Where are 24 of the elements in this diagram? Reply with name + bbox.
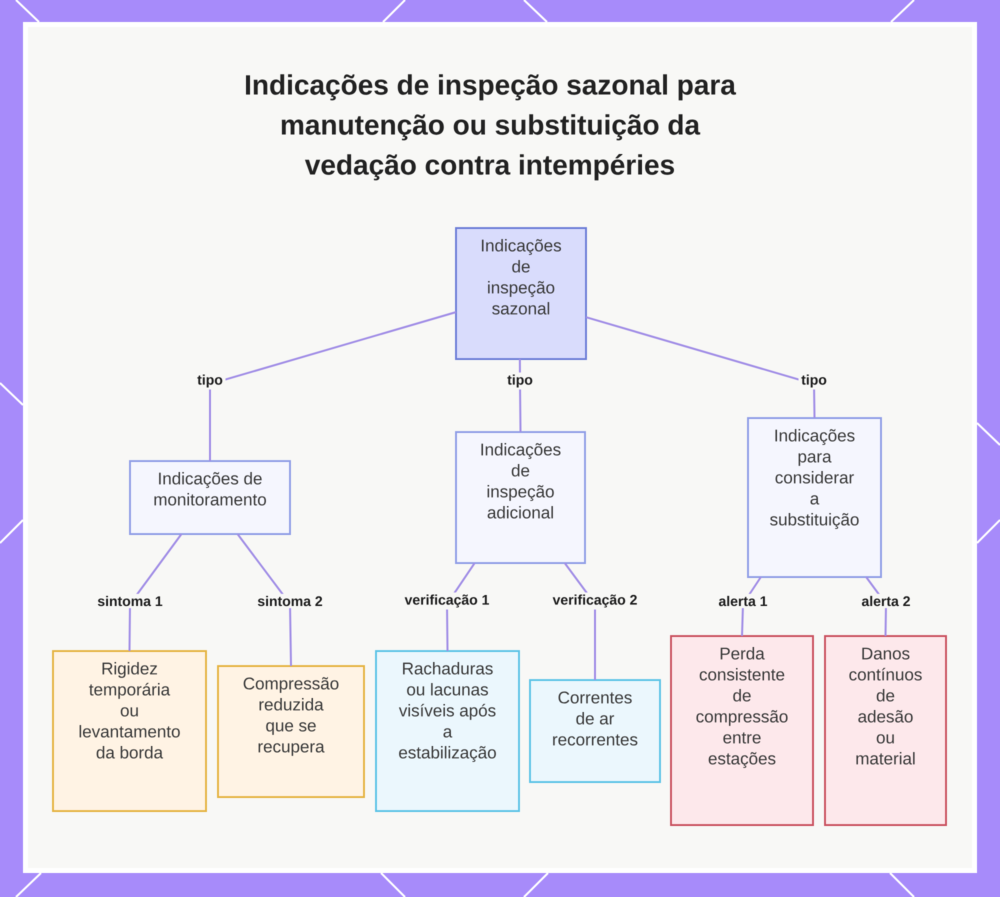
edge-label: tipo (798, 372, 830, 390)
edge-label: tipo (504, 372, 536, 390)
edge-label: sintoma 2 (254, 594, 326, 608)
connector-line (586, 316, 816, 418)
connector-line (236, 533, 292, 666)
item-box: Rigidez temporária ou levantamento da borda (52, 650, 207, 812)
title: Indicações de inspeção sazonal para manutenção ou substituição da vedação contra intempéries (246, 74, 736, 180)
category-box: Indicações de inspeção adicional (455, 431, 586, 564)
category-box: Indicações de monitoramento (129, 460, 291, 535)
item-box: Perda consistente de compressão entre estações (670, 635, 814, 826)
connector-line (128, 533, 182, 652)
item-box: Compressão reduzida que se recupera (217, 665, 365, 798)
edge-label: alerta 2 (858, 594, 914, 608)
edge-label: verificação 2 (550, 592, 640, 610)
item-box: Rachaduras ou lacunas visíveis após a estabilização (375, 650, 520, 812)
edge-label: verificação 1 (402, 592, 492, 610)
item-box: Danos contínuos de adesão ou material (824, 635, 947, 826)
edge-label: tipo (194, 372, 226, 390)
item-box: Correntes de ar recorrentes (529, 679, 661, 783)
edge-label: alerta 1 (716, 594, 770, 608)
connector-line (209, 311, 456, 461)
topic-box: Indicações de inspeção sazonal (455, 227, 587, 360)
edge-label: sintoma 1 (94, 594, 166, 608)
category-box: Indicações para considerar a substituição (747, 417, 882, 578)
